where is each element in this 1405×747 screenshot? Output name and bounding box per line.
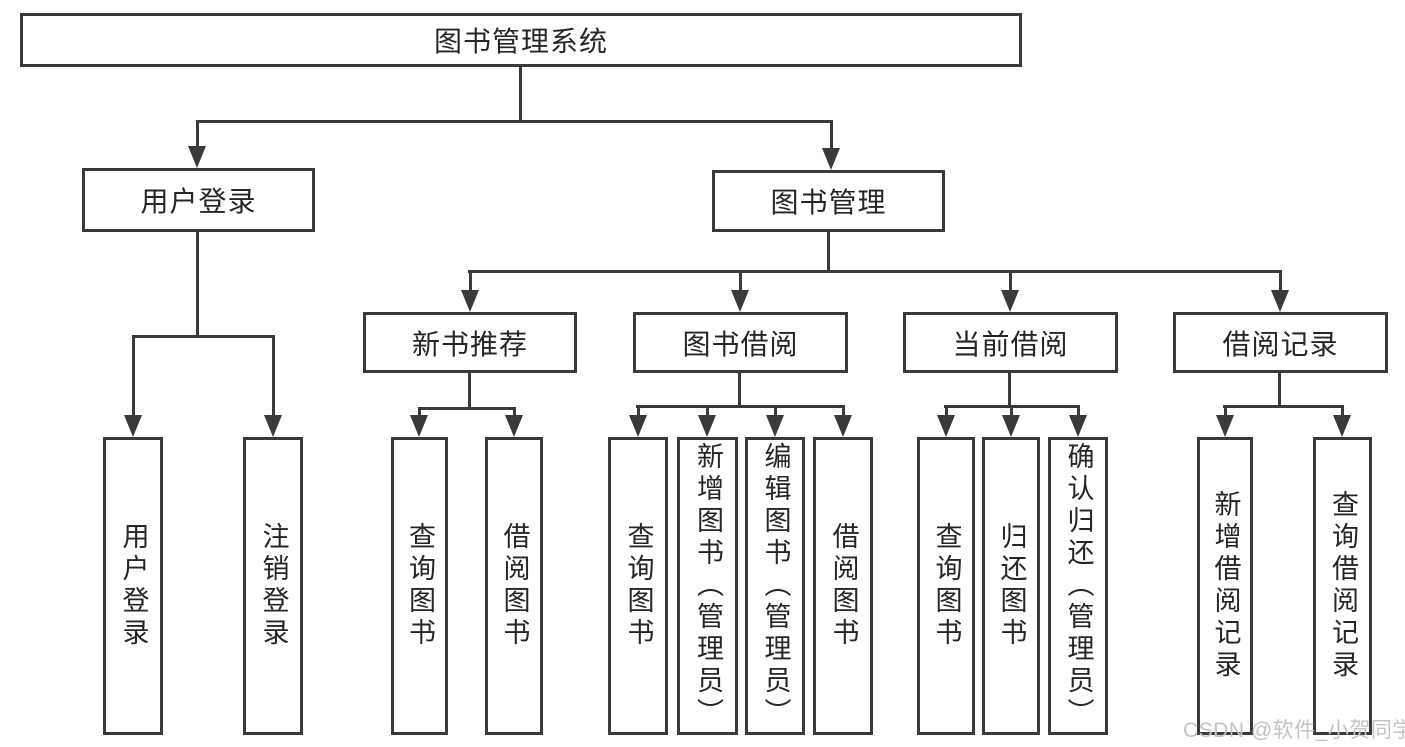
arrow-down-icon bbox=[766, 415, 784, 437]
connector-drop-current-borrow bbox=[1009, 270, 1012, 292]
connector-drop bbox=[1341, 405, 1344, 417]
connector-drop bbox=[637, 405, 640, 417]
node-new-book-recommend: 新书推荐 bbox=[363, 312, 577, 373]
arrow-down-icon bbox=[1333, 415, 1351, 437]
arrow-down-icon bbox=[188, 146, 206, 168]
leaf-user-login: 用户登录 bbox=[103, 437, 163, 735]
arrow-down-icon bbox=[698, 415, 716, 437]
connector-drop bbox=[1010, 405, 1013, 417]
node-borrowing-records: 借阅记录 bbox=[1173, 312, 1388, 373]
connector-drop bbox=[1224, 405, 1227, 417]
connector-borrow-records-stem bbox=[1278, 373, 1281, 405]
connector-drop bbox=[1077, 405, 1080, 417]
arrow-down-icon bbox=[629, 415, 647, 437]
arrow-down-icon bbox=[124, 415, 142, 437]
connector-drop bbox=[418, 407, 421, 419]
connector-new-book-rec-stem bbox=[468, 373, 471, 407]
leaf-add-books-admin: 新增图书（管理员） bbox=[677, 437, 738, 735]
connector-drop-user-login bbox=[196, 120, 199, 148]
connector-drop-book-borrow bbox=[739, 270, 742, 292]
node-user-login: 用户登录 bbox=[82, 168, 315, 232]
arrow-down-icon bbox=[461, 290, 479, 312]
connector-borrow-records-bar bbox=[1223, 405, 1344, 408]
connector-drop bbox=[842, 405, 845, 417]
connector-user-login-stem bbox=[196, 232, 199, 335]
connector-root-bar bbox=[196, 120, 833, 123]
node-book-management: 图书管理 bbox=[712, 170, 945, 232]
arrow-down-icon bbox=[834, 415, 852, 437]
leaf-edit-books-admin: 编辑图书（管理员） bbox=[745, 437, 805, 735]
csdn-watermark: CSDN @软件_小贺同学 bbox=[1183, 719, 1405, 742]
arrow-down-icon bbox=[1001, 290, 1019, 312]
connector-drop-borrow-records bbox=[1279, 270, 1282, 292]
connector-drop bbox=[945, 405, 948, 417]
leaf-query-books-recommend: 查询图书 bbox=[391, 437, 448, 735]
arrow-down-icon bbox=[822, 148, 840, 170]
connector-new-book-rec-bar bbox=[418, 407, 516, 410]
arrow-down-icon bbox=[1002, 415, 1020, 437]
leaf-add-borrow-record: 新增借阅记录 bbox=[1197, 437, 1253, 735]
leaf-return-books: 归还图书 bbox=[982, 437, 1040, 735]
connector-drop bbox=[513, 407, 516, 419]
connector-drop-book-mgmt bbox=[830, 120, 833, 148]
arrow-down-icon bbox=[1271, 290, 1289, 312]
arrow-down-icon bbox=[1216, 415, 1234, 437]
node-library-system: 图书管理系统 bbox=[20, 13, 1022, 67]
connector-drop bbox=[774, 405, 777, 417]
arrow-down-icon bbox=[1069, 415, 1087, 437]
arrow-down-icon bbox=[731, 290, 749, 312]
connector-book-mgmt-bar bbox=[468, 270, 1282, 273]
connector-drop-login bbox=[132, 335, 135, 417]
connector-user-login-bar bbox=[132, 335, 275, 338]
leaf-borrow-books-recommend: 借阅图书 bbox=[485, 437, 543, 735]
connector-drop bbox=[706, 405, 709, 417]
arrow-down-icon bbox=[410, 415, 428, 437]
leaf-borrow-books-borrowing: 借阅图书 bbox=[813, 437, 873, 735]
connector-book-borrow-bar bbox=[636, 405, 845, 408]
arrow-down-icon bbox=[937, 415, 955, 437]
connector-current-borrow-stem bbox=[1008, 373, 1011, 405]
connector-book-mgmt-stem bbox=[827, 232, 830, 270]
connector-root-stem bbox=[519, 67, 522, 120]
leaf-confirm-return-admin: 确认归还（管理员） bbox=[1048, 437, 1108, 735]
leaf-query-books-borrowing: 查询图书 bbox=[608, 437, 668, 735]
connector-drop-logout bbox=[272, 335, 275, 417]
leaf-query-books-current: 查询图书 bbox=[917, 437, 975, 735]
connector-drop-new-book-rec bbox=[469, 270, 472, 292]
connector-book-borrow-stem bbox=[738, 373, 741, 405]
node-current-borrowing: 当前借阅 bbox=[903, 312, 1118, 373]
leaf-query-borrow-record: 查询借阅记录 bbox=[1313, 437, 1372, 735]
arrow-down-icon bbox=[264, 415, 282, 437]
leaf-logout: 注销登录 bbox=[243, 437, 303, 735]
node-book-borrowing: 图书借阅 bbox=[633, 312, 848, 373]
arrow-down-icon bbox=[505, 415, 523, 437]
